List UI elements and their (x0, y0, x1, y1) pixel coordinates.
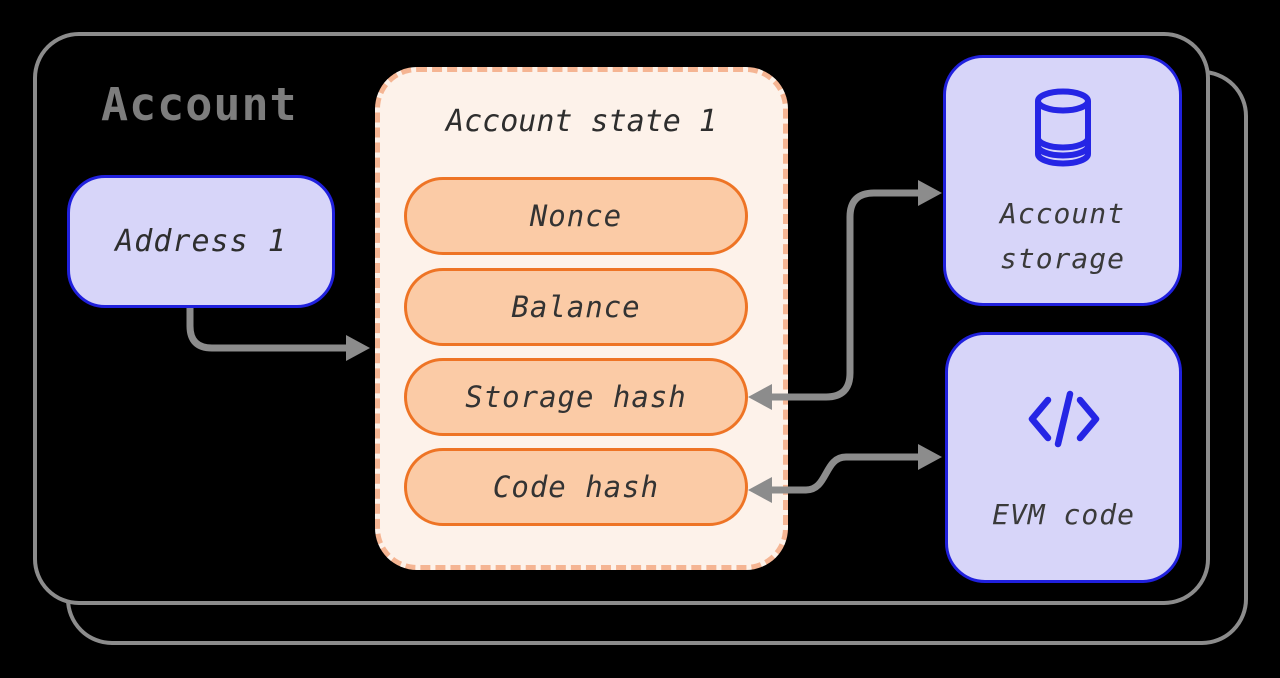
arrowhead-into-evm-code (918, 444, 942, 470)
database-icon (1034, 88, 1091, 167)
arrowhead-into-state (346, 335, 370, 361)
evm-code-label: EVM code (992, 498, 1135, 531)
address-node: Address 1 (67, 175, 335, 308)
code-icon (1028, 390, 1099, 448)
address-label: Address 1 (115, 224, 287, 259)
diagram-title: Account (101, 78, 298, 131)
account-storage-label: Account storage (999, 197, 1125, 275)
field-balance: Balance (404, 268, 748, 346)
arrow-address-to-state (186, 308, 346, 352)
field-code-hash: Code hash (404, 448, 748, 526)
field-storage-hash-label: Storage hash (465, 380, 687, 414)
arrow-storage-hash-to-account-storage (770, 189, 918, 401)
arrow-code-hash-to-evm-code (770, 453, 918, 494)
account-state-title: Account state 1 (446, 104, 717, 139)
field-balance-label: Balance (511, 290, 641, 324)
evm-code-node: EVM code (945, 332, 1182, 583)
account-storage-node: Account storage (943, 55, 1182, 306)
field-nonce-label: Nonce (529, 199, 623, 233)
account-state-node: Account state 1 Nonce Balance Storage ha… (375, 67, 788, 570)
field-storage-hash: Storage hash (404, 358, 748, 436)
field-nonce: Nonce (404, 177, 748, 255)
arrowhead-into-account-storage (918, 180, 942, 206)
field-code-hash-label: Code hash (492, 470, 660, 504)
